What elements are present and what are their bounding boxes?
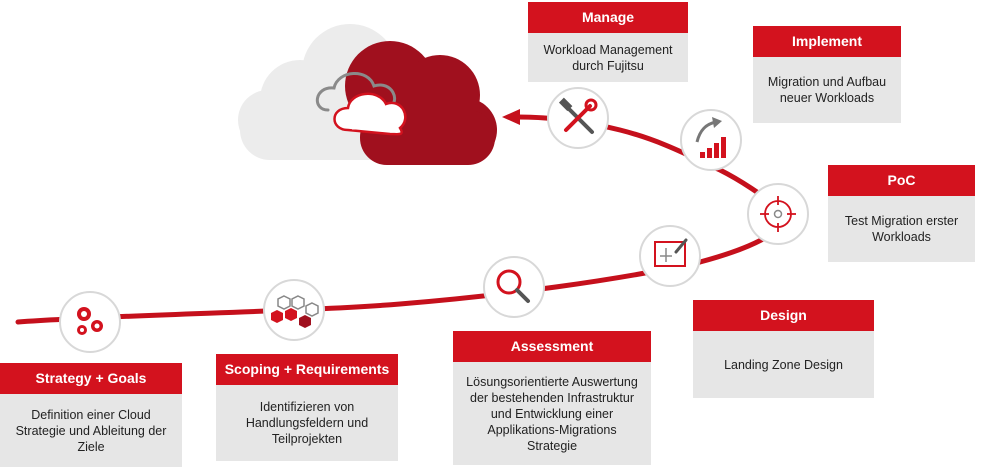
step-description: Test Migration erster Workloads <box>844 214 959 244</box>
step-card-scoping-requirements: Scoping + Requirements Identifizieren vo… <box>216 354 398 461</box>
step-title: Implement <box>753 26 901 57</box>
step-card-design: Design Landing Zone Design <box>693 300 874 398</box>
step-description: Landing Zone Design <box>724 357 843 372</box>
tools-icon <box>547 87 609 149</box>
blueprint-icon <box>639 225 701 287</box>
magnifier-icon <box>483 256 545 318</box>
step-description: Migration und Aufbau neuer Workloads <box>767 75 887 105</box>
step-card-implement: Implement Migration und Aufbau neuer Wor… <box>753 26 901 123</box>
step-description: Lösungsorientierte Auswertung der besteh… <box>466 374 638 453</box>
step-title: Manage <box>528 2 688 33</box>
step-card-assessment: Assessment Lösungsorientierte Auswertung… <box>453 331 651 465</box>
step-card-manage: Manage Workload Management durch Fujitsu <box>528 2 688 82</box>
step-card-strategy-goals: Strategy + Goals Definition einer Cloud … <box>0 363 182 467</box>
growth-chart-icon <box>680 109 742 171</box>
gears-icon <box>59 291 121 353</box>
step-title: Scoping + Requirements <box>216 354 398 385</box>
step-description: Workload Management durch Fujitsu <box>543 42 673 73</box>
step-description: Definition einer Cloud Strategie und Abl… <box>15 407 167 454</box>
cloud-icon <box>238 24 497 165</box>
journey-arrowhead <box>502 109 520 125</box>
step-title: Design <box>693 300 874 331</box>
step-title: Strategy + Goals <box>0 363 182 394</box>
hexagons-icon <box>263 279 325 341</box>
step-card-poc: PoC Test Migration erster Workloads <box>828 165 975 262</box>
step-description: Identifizieren von Handlungsfeldern und … <box>245 400 369 446</box>
step-title: PoC <box>828 165 975 196</box>
step-title: Assessment <box>453 331 651 362</box>
target-icon <box>747 183 809 245</box>
